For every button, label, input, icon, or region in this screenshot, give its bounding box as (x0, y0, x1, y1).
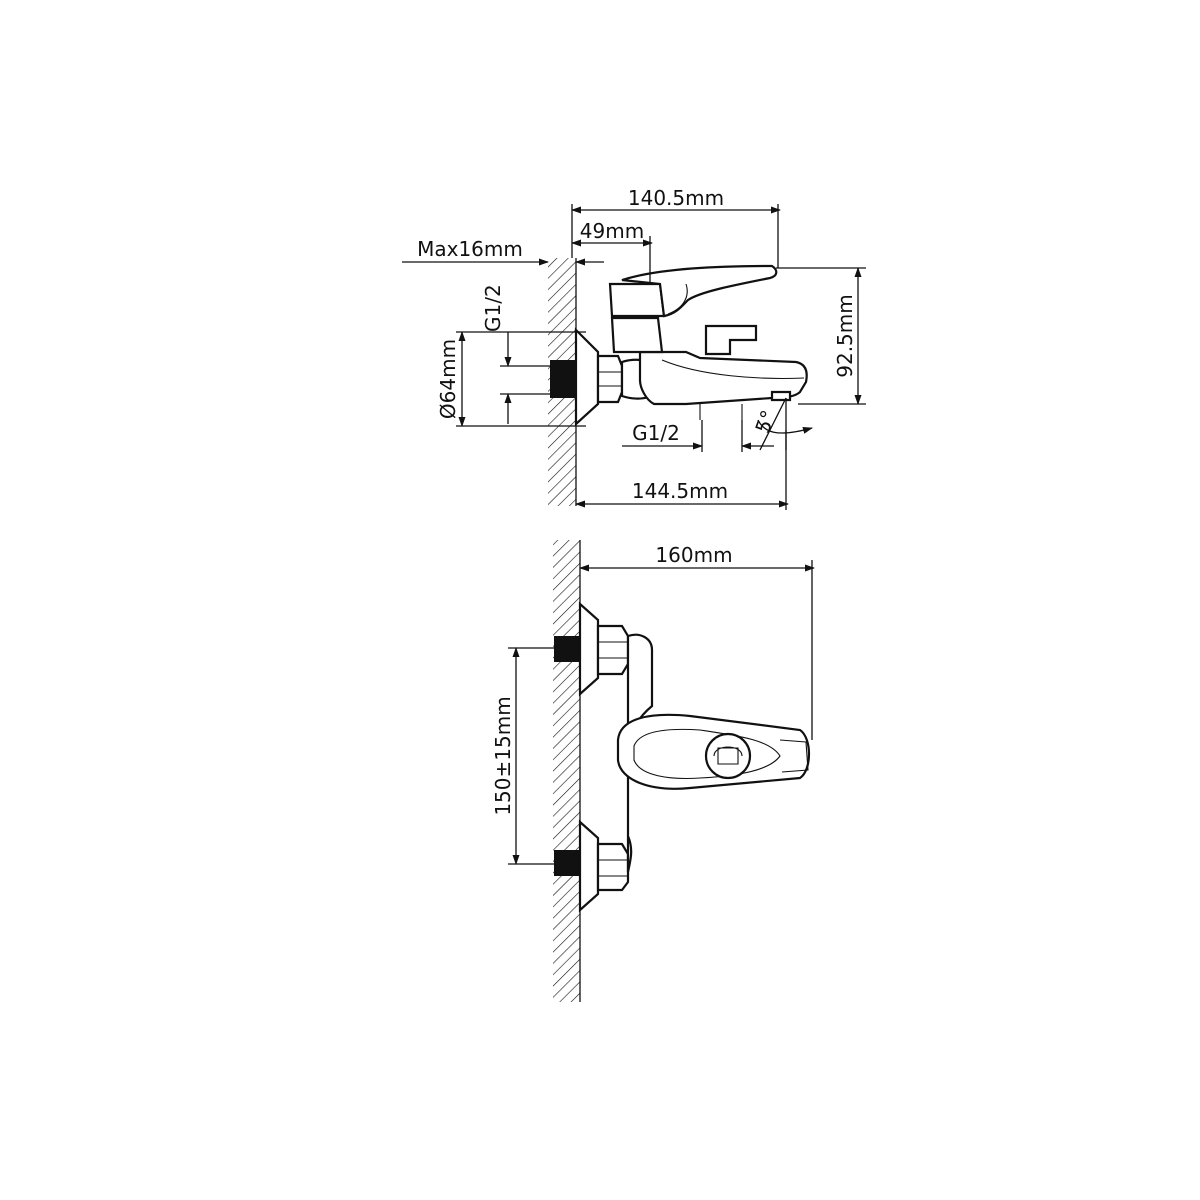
label-49mm: 49mm (580, 219, 644, 243)
label-92-5mm: 92.5mm (833, 294, 857, 378)
label-144-5mm: 144.5mm (632, 479, 728, 503)
dimension-140-5: 140.5mm (571, 186, 781, 268)
side-wall (548, 258, 577, 506)
label-64mm: Ø64mm (436, 339, 460, 419)
label-140-5mm: 140.5mm (628, 186, 724, 210)
dimension-150: 150±15mm (491, 647, 556, 865)
dimension-g12-bottom: G1/2 (622, 420, 774, 452)
label-160mm: 160mm (655, 543, 732, 567)
front-wall (553, 540, 581, 1002)
side-view: 140.5mm 49mm Max16mm G1/2 Ø64mm (402, 186, 866, 510)
label-150mm: 150±15mm (491, 696, 515, 815)
dimension-angle: 5° (750, 397, 813, 451)
faucet-front-profile (578, 601, 811, 913)
front-view: 160mm 150±15mm (491, 540, 815, 1002)
dimension-g12-top: G1/2 (481, 284, 552, 424)
label-5-degree: 5° (750, 407, 780, 437)
label-g12-bottom: G1/2 (632, 421, 680, 445)
dimension-flange-dia: Ø64mm (436, 331, 586, 427)
dimension-max16: Max16mm (402, 237, 604, 266)
dimension-92-5: 92.5mm (776, 267, 866, 405)
label-g12-top: G1/2 (481, 284, 505, 332)
dimension-160: 160mm (579, 543, 815, 740)
faucet-side-profile (574, 264, 808, 427)
dimension-144-5: 144.5mm (575, 430, 789, 510)
label-max16mm: Max16mm (417, 237, 523, 261)
dimension-49: 49mm (571, 219, 653, 282)
